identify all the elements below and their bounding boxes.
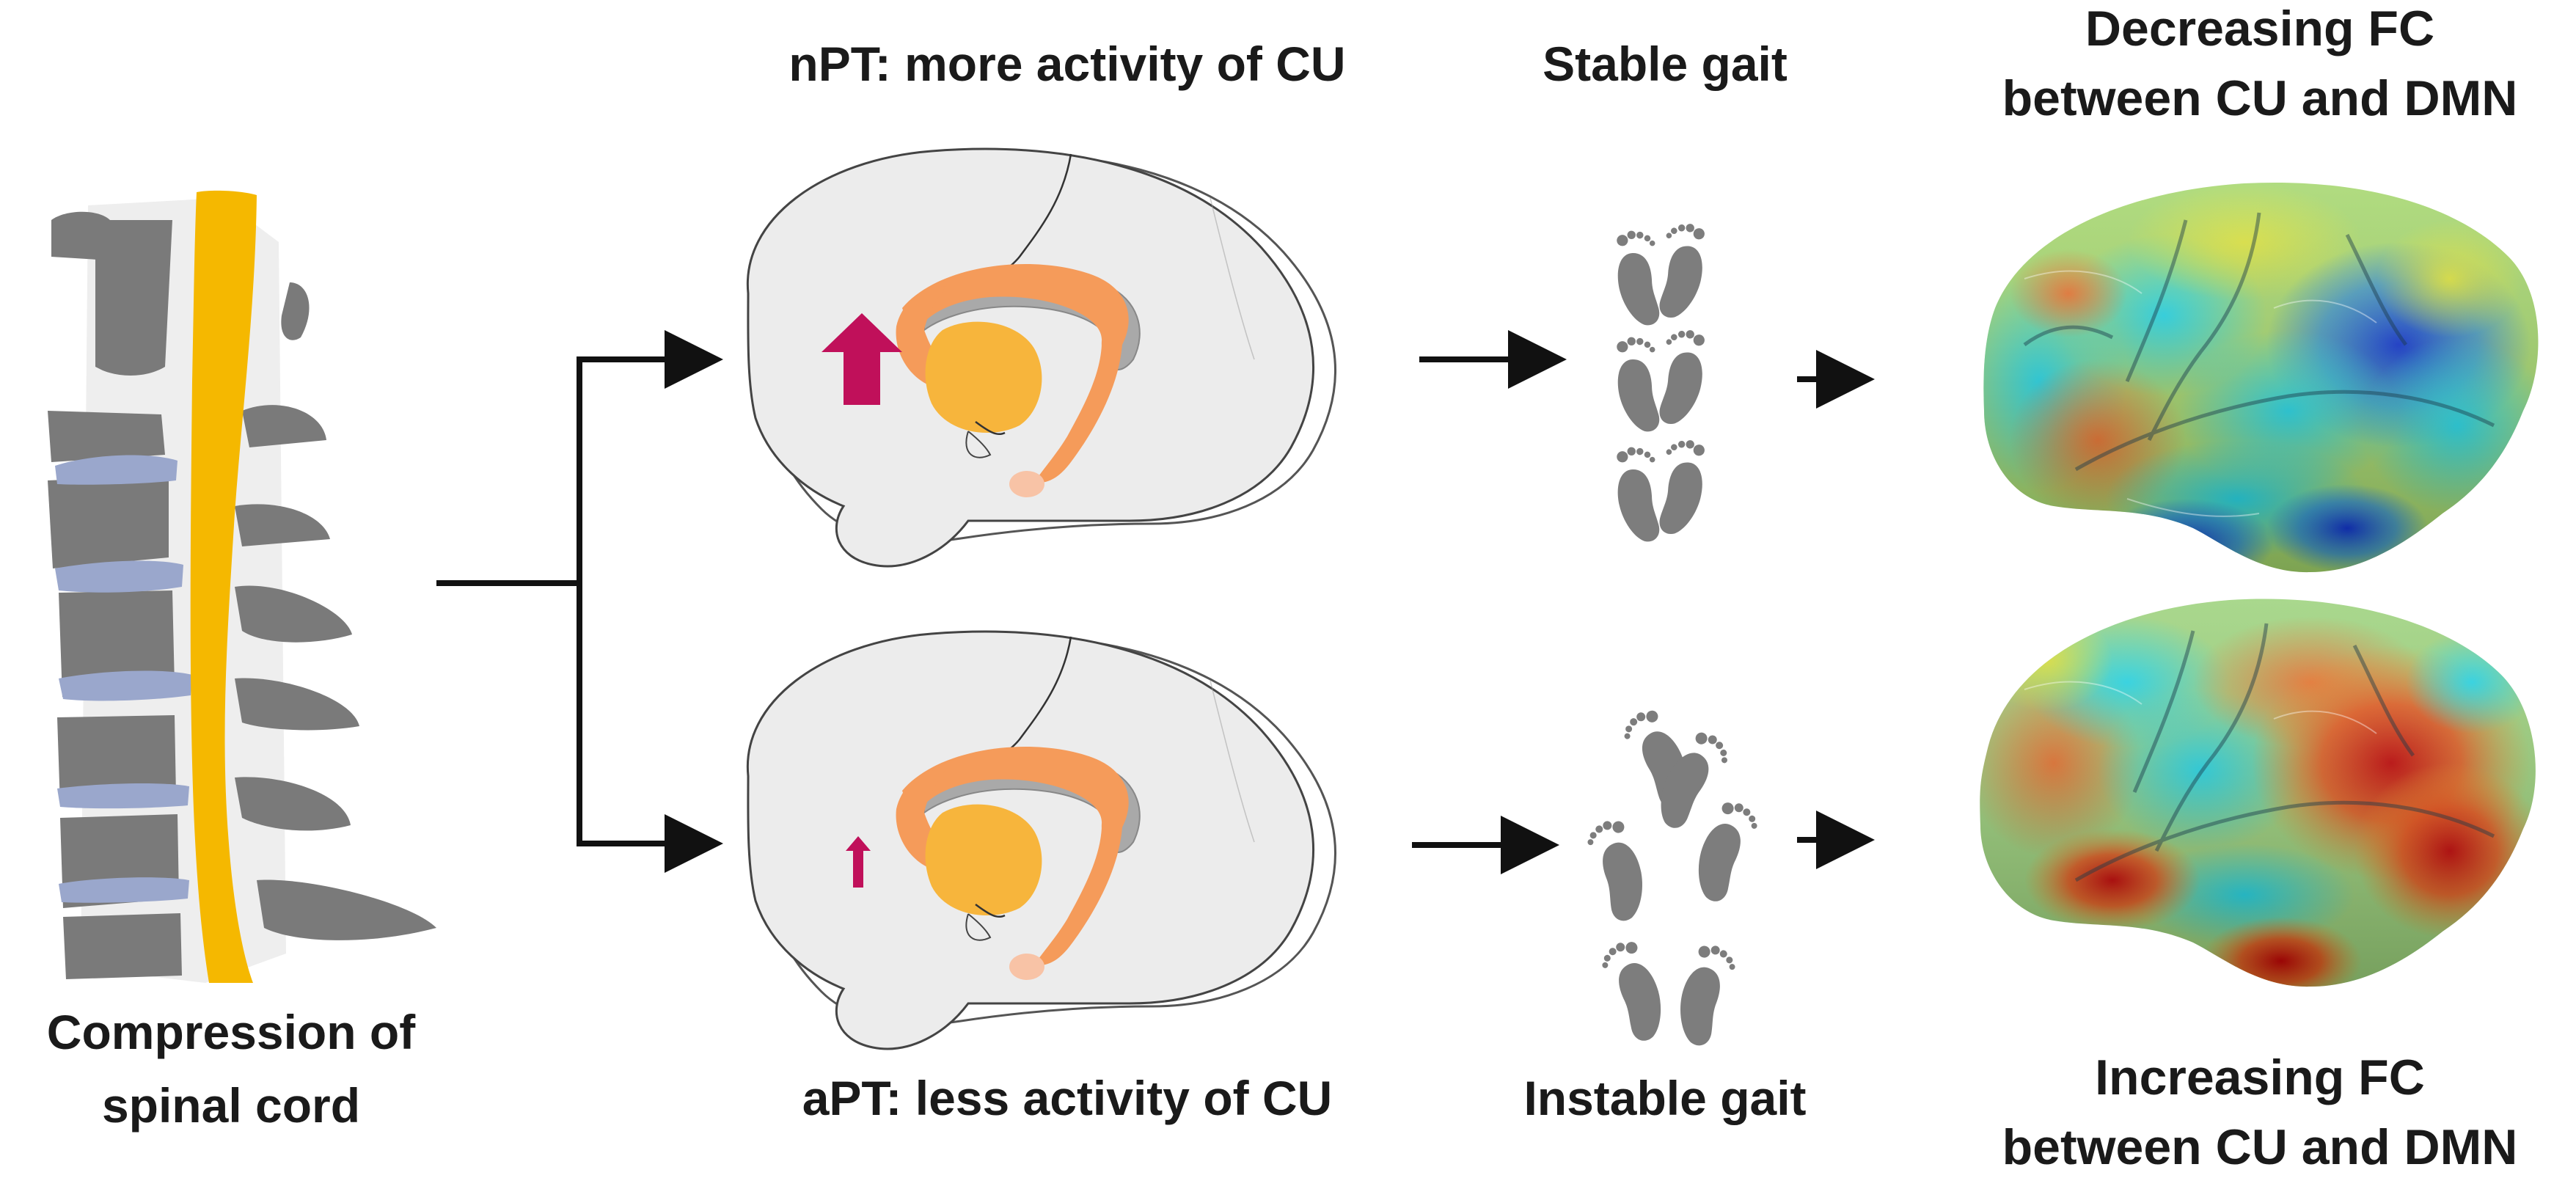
brain-surface-map-bottom bbox=[1980, 599, 2536, 987]
decreasing-fc-label-line1: Decreasing FC bbox=[2085, 1, 2435, 56]
apt-label: aPT: less activity of CU bbox=[802, 1071, 1333, 1125]
brain-medial-bottom bbox=[746, 630, 1337, 1050]
cervical-spine-icon bbox=[48, 190, 436, 984]
brain-surface-map-top bbox=[1983, 182, 2539, 573]
compression-label-line2: spinal cord bbox=[101, 1078, 361, 1133]
compression-label-line1: Compression of bbox=[46, 1005, 416, 1059]
stable-gait-label: Stable gait bbox=[1543, 37, 1788, 91]
increasing-fc-label-line2: between CU and DMN bbox=[2002, 1119, 2518, 1175]
branch-connector bbox=[436, 330, 723, 873]
npt-label: nPT: more activity of CU bbox=[788, 37, 1346, 91]
increasing-fc-label-line1: Increasing FC bbox=[2095, 1050, 2425, 1105]
arrow-up-icon bbox=[822, 313, 902, 405]
instable-gait-label: Instable gait bbox=[1523, 1071, 1807, 1125]
decreasing-fc-label-line2: between CU and DMN bbox=[2002, 70, 2518, 126]
footprints-icon-instable bbox=[1584, 704, 1763, 1050]
arrow-up-icon-small bbox=[846, 836, 871, 888]
brain-medial-top bbox=[746, 147, 1337, 568]
footprints-icon-stable bbox=[1611, 220, 1710, 545]
